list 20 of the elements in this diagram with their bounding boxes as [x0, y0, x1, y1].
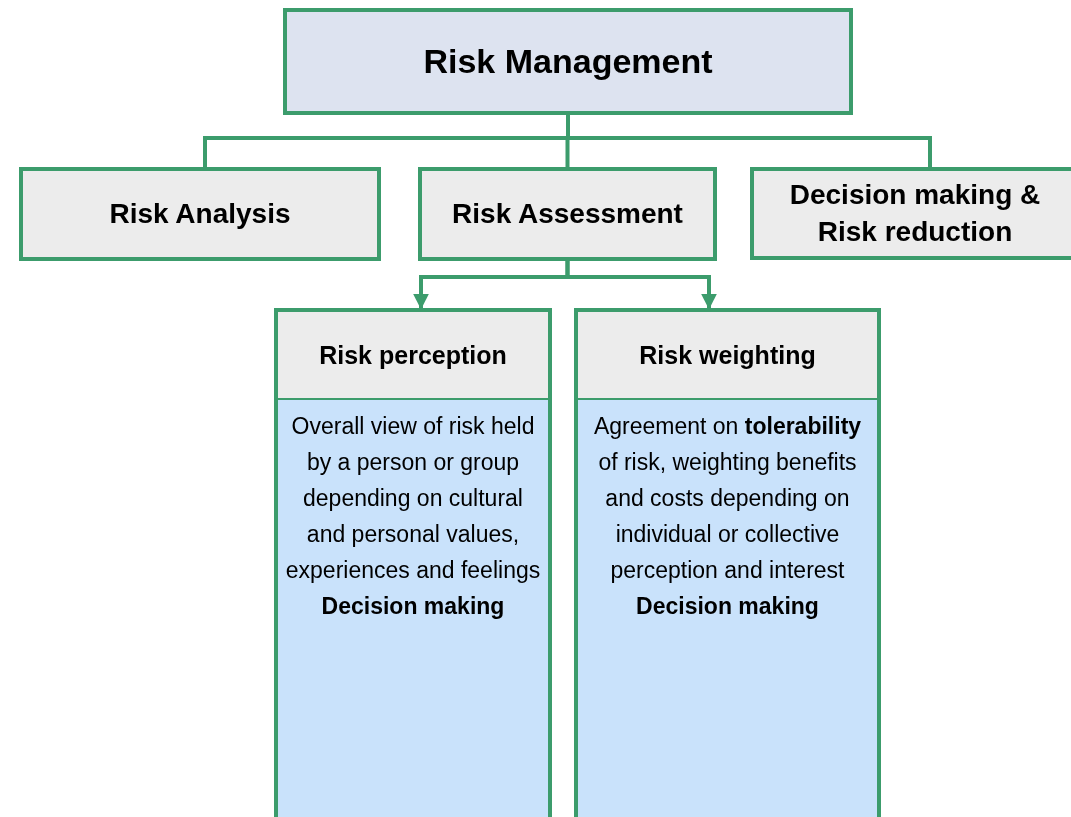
arrow: [565, 261, 717, 310]
description-text: Overall view of risk held by a person or group depending on cultural and personal values, experiences and feelings: [284, 412, 542, 585]
column-header: [574, 308, 881, 402]
connector-line: [566, 115, 932, 167]
column-header: [274, 308, 552, 402]
category-box: [19, 167, 381, 261]
box-label: Decision making & Risk reduction: [788, 178, 1042, 249]
bold-note: Decision making: [321, 592, 505, 621]
header-label: Risk perception: [319, 339, 507, 371]
box-label: Risk Assessment: [452, 196, 683, 231]
bold-note: Decision making: [636, 592, 819, 621]
box-label: Risk Analysis: [109, 196, 291, 231]
description-panel: [274, 400, 552, 817]
title-box: [283, 8, 853, 115]
category-box: [418, 167, 717, 261]
description-panel: [574, 400, 881, 817]
description-text: Agreement on tolerability of risk, weighting benefits and costs depending on individual or collective perception and interest: [592, 412, 863, 585]
category-box: [750, 167, 1071, 260]
box-title: Risk Management: [423, 41, 713, 83]
header-label: Risk weighting: [639, 339, 816, 371]
